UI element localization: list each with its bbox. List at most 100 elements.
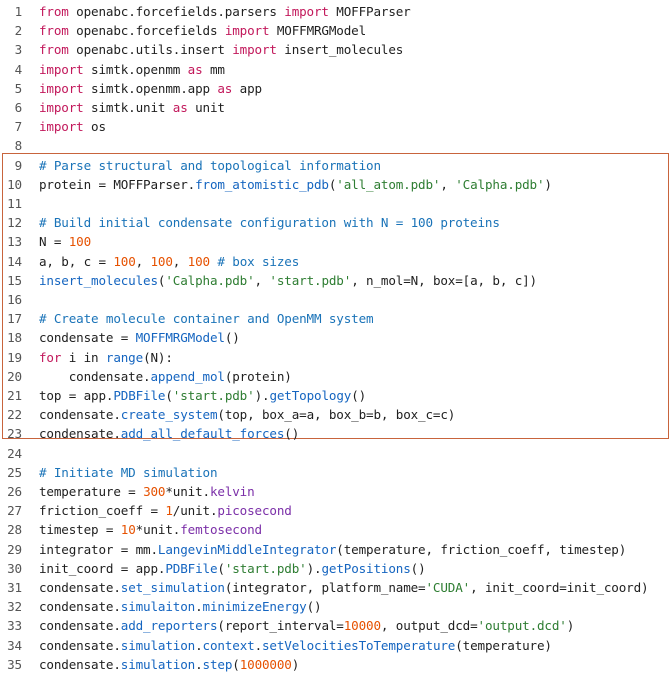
function-token: PDBFile: [165, 560, 218, 576]
code-line: 8: [0, 136, 39, 155]
string-token: 'start.pdb': [172, 388, 255, 403]
code-token: os: [83, 119, 106, 135]
line-number: 13: [7, 234, 22, 250]
code-text: import os: [39, 119, 106, 134]
comment-token: # box sizes: [217, 253, 300, 269]
code-token: ).: [306, 560, 322, 576]
keyword-token: import: [39, 80, 84, 96]
attribute-token: femtosecond: [180, 522, 262, 538]
code-token: init_coord = app.: [39, 560, 166, 576]
line-number: 20: [7, 368, 22, 384]
code-text: condensate.simulation.context.setVelocit…: [39, 638, 552, 653]
line-number: 26: [7, 484, 22, 499]
function-token: from_atomistic_pdb: [195, 176, 329, 192]
code-token: ,: [172, 253, 188, 269]
keyword-token: from: [39, 23, 69, 39]
function-token: step: [202, 656, 233, 672]
code-token: integrator = mm.: [39, 541, 158, 557]
line-number: 27: [7, 503, 22, 519]
code-token: (): [306, 599, 322, 615]
keyword-token: as: [172, 100, 188, 115]
code-line: 26 temperature = 300*unit.kelvin: [0, 482, 255, 501]
keyword-token: import: [232, 42, 277, 58]
code-line: 17# Create molecule container and OpenMM…: [0, 309, 373, 328]
function-token: setVelocitiesToTemperature: [262, 637, 456, 653]
string-token: 'all_atom.pdb': [336, 176, 441, 192]
function-token: LangevinMiddleIntegrator: [157, 541, 337, 557]
code-token: (N):: [143, 349, 173, 365]
line-number: 21: [7, 388, 22, 403]
attribute-token: picosecond: [217, 503, 292, 519]
code-text: from openabc.utils.insert import insert_…: [39, 42, 403, 57]
code-token: (: [217, 560, 225, 576]
line-number: 18: [7, 330, 22, 346]
code-text: temperature = 300*unit.kelvin: [39, 484, 255, 499]
line-number: 6: [14, 100, 23, 115]
code-text: condensate.append_mol(protein): [39, 369, 292, 384]
code-token: .: [195, 637, 203, 653]
code-text: init_coord = app.PDBFile('start.pdb').ge…: [39, 561, 426, 576]
code-token: ).: [254, 388, 270, 403]
line-number: 12: [7, 215, 22, 231]
line-number: 7: [14, 119, 23, 135]
line-number: 28: [7, 522, 22, 538]
keyword-token: as: [217, 80, 233, 96]
line-number: 25: [7, 464, 22, 480]
function-token: set_simulation: [120, 580, 225, 595]
code-text: for i in range(N):: [39, 350, 173, 365]
number-token: 10000: [343, 618, 381, 634]
function-token: simulation: [120, 656, 196, 672]
code-token: condensate.: [39, 580, 121, 595]
code-token: condensate =: [39, 330, 136, 346]
number-token: 10: [120, 522, 136, 538]
string-token: 'Calpha.pdb': [455, 176, 545, 192]
code-token: (): [351, 388, 367, 403]
function-token: add_reporters: [120, 618, 218, 634]
code-token: (temperature, friction_coeff, timestep): [336, 541, 627, 557]
code-token: (temperature): [455, 637, 552, 653]
line-number: 16: [7, 292, 22, 307]
line-number: 33: [7, 618, 22, 634]
code-token: unit: [187, 100, 225, 115]
code-token: mm: [202, 61, 225, 77]
line-number: 3: [14, 42, 23, 58]
function-token: create_system: [120, 407, 218, 423]
code-text: condensate.create_system(top, box_a=a, b…: [39, 407, 455, 422]
function-token: range: [105, 349, 144, 365]
code-token: condensate.: [39, 599, 121, 615]
code-token: MOFFMRGModel: [269, 23, 367, 39]
code-token: /unit.: [172, 503, 218, 519]
number-token: 100: [150, 253, 173, 269]
code-text: # Parse structural and topological infor…: [39, 158, 381, 173]
string-token: 'start.pdb': [269, 272, 352, 288]
line-number: 14: [7, 253, 22, 269]
code-text: protein = MOFFParser.from_atomistic_pdb(…: [39, 177, 552, 192]
function-token: add_all_default_forces: [120, 426, 285, 442]
function-token: PDBFile: [113, 388, 166, 403]
code-text: top = app.PDBFile('start.pdb').getTopolo…: [39, 388, 366, 403]
number-token: 1000000: [239, 656, 292, 672]
code-text: import simtk.unit as unit: [39, 100, 225, 115]
line-number: 17: [7, 311, 22, 327]
code-line: 9# Parse structural and topological info…: [0, 156, 381, 175]
string-token: 'Calpha.pdb': [165, 272, 255, 288]
code-token: ,: [440, 176, 456, 192]
line-number: 35: [7, 656, 22, 672]
code-text: import simtk.openmm.app as app: [39, 81, 262, 96]
code-token: temperature =: [39, 484, 144, 499]
code-text: timestep = 10*unit.femtosecond: [39, 522, 262, 537]
code-token: *unit.: [165, 484, 210, 499]
number-token: 100: [187, 253, 210, 269]
code-text: integrator = mm.LangevinMiddleIntegrator…: [39, 542, 626, 557]
code-token: a, b, c =: [39, 253, 114, 269]
